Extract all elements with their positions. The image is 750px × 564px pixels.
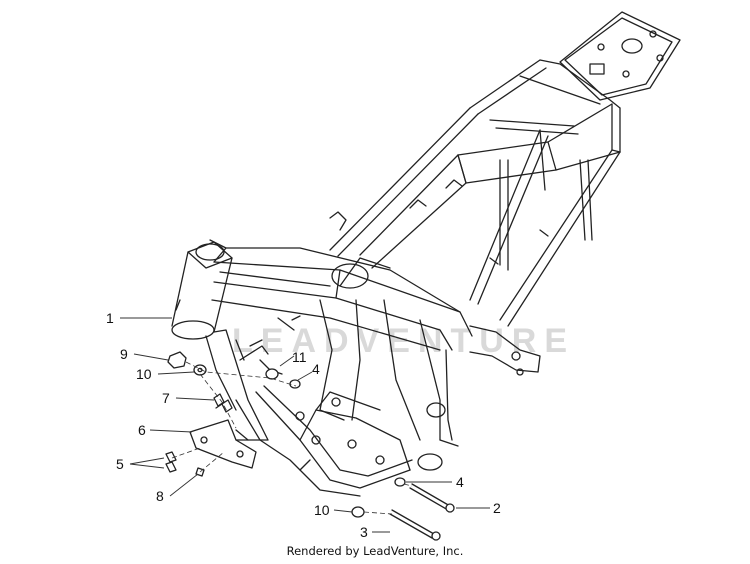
- callout-6: 6: [138, 422, 146, 438]
- callout-4-lower: 4: [456, 474, 464, 490]
- callouts: 1 2 3 4 4 5 6 7 8 9 10 10 11: [106, 310, 501, 540]
- callout-leaders: [120, 317, 490, 533]
- callout-10-upper: 10: [136, 366, 152, 382]
- motorcycle-frame: [165, 11, 681, 541]
- callout-9: 9: [120, 346, 128, 362]
- watermark: LEADVENTURE: [232, 322, 575, 360]
- callout-11: 11: [292, 349, 307, 365]
- explode-lines: [171, 361, 413, 515]
- callout-5: 5: [116, 456, 124, 472]
- callout-10-lower: 10: [314, 502, 330, 518]
- callout-1: 1: [106, 310, 114, 326]
- callout-2: 2: [493, 500, 501, 516]
- callout-4-upper: 4: [312, 361, 320, 377]
- footer-credit: Rendered by LeadVenture, Inc.: [286, 544, 464, 558]
- callout-3: 3: [360, 524, 368, 540]
- callout-8: 8: [156, 488, 164, 504]
- callout-7: 7: [162, 390, 170, 406]
